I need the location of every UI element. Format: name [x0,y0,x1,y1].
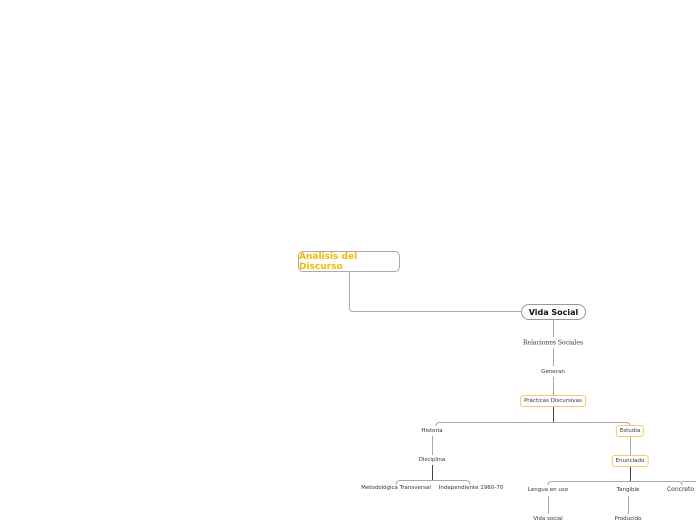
node-producido[interactable]: Producido [614,516,642,522]
root-node[interactable]: Análisis del Discurso [298,251,400,272]
node-historia[interactable]: Historia [421,428,443,434]
node-generan[interactable]: Generan [541,369,565,375]
node-vida-social[interactable]: Vida social [533,516,563,522]
node-disciplina[interactable]: Disciplina [418,457,446,463]
main-topic-node[interactable]: Vida Social [521,304,586,320]
node-concreto[interactable]: Concreto [666,486,694,493]
node-enunciado[interactable]: Enunciado [611,455,649,467]
node-relaciones-sociales[interactable]: Relaciones Sociales [523,339,583,347]
node-independiente[interactable]: Independiente 1960-70 [438,485,504,491]
node-tangible[interactable]: Tangible [616,487,640,493]
node-practicas-discursivas[interactable]: Prácticas Discursivas [520,395,586,407]
node-metodologica-transversal[interactable]: Metodológica Transversal [361,485,431,491]
main-topic-label: Vida Social [528,307,579,317]
node-lengua-en-uso[interactable]: Lengua en uso [527,487,569,493]
root-label: Análisis del Discurso [299,251,358,272]
node-estudia[interactable]: Estudia [615,425,645,437]
